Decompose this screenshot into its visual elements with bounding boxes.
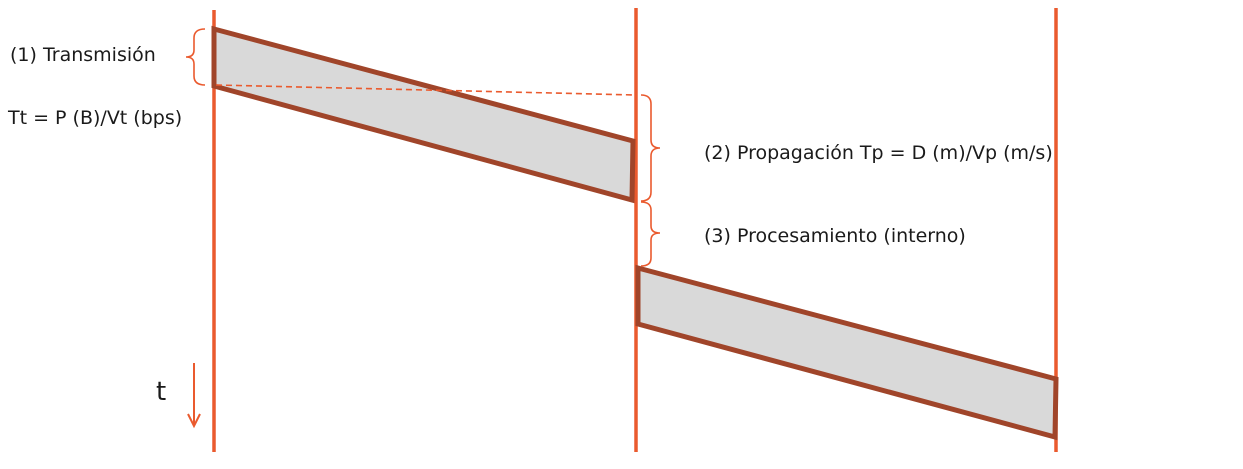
time-axis-label: t (156, 377, 166, 407)
propagation-label: (2) Propagación Tp = D (m)/Vp (m/s) (704, 142, 1053, 164)
processing-brace (640, 201, 661, 267)
propagation-brace (640, 94, 661, 202)
packet-2 (635, 264, 1059, 441)
transmission-brace (185, 28, 206, 86)
packet-1 (211, 25, 636, 204)
propagation-dashed-line (215, 84, 637, 96)
transmission-label: (1) Transmisión (10, 44, 156, 66)
time-arrow-head-icon (187, 413, 201, 429)
transmission-formula: Tt = P (B)/Vt (bps) (7, 107, 182, 129)
processing-label: (3) Procesamiento (interno) (704, 225, 966, 247)
